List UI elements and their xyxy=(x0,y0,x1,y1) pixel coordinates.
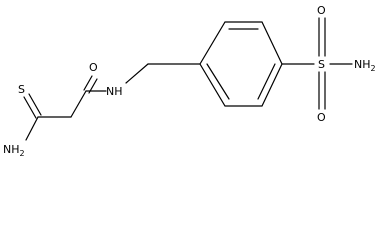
atom-amide-o: O xyxy=(89,61,98,74)
atom-thioamide-n: NH2 xyxy=(3,143,25,158)
atom-sulfonyl-s: S xyxy=(318,58,325,71)
atom-sulfonyl-o-bottom: O xyxy=(317,111,326,124)
bond-nh-ch2 xyxy=(125,63,149,84)
atom-thione-s: S xyxy=(18,83,25,96)
bond-thioamide-cn xyxy=(25,116,39,141)
structure-diagram: S NH2 O NH S O O NH2 xyxy=(3,4,376,158)
ring-double-3 xyxy=(206,63,230,100)
atom-labels: S NH2 O NH S O O NH2 xyxy=(3,4,376,158)
bonds xyxy=(23,17,353,141)
atom-amide-nh: NH xyxy=(106,85,123,98)
bond-ch2-carbonyl xyxy=(70,90,87,118)
bond-carbonyl-o-1 xyxy=(83,75,93,91)
bond-thione-cs-1 xyxy=(23,96,37,119)
atom-sulfonyl-o-top: O xyxy=(317,4,326,17)
ring-double-2 xyxy=(257,63,276,100)
atom-sulfonamide-n: NH2 xyxy=(354,58,376,73)
benzene-ring xyxy=(199,21,283,107)
bond-thione-cs-2 xyxy=(28,93,42,116)
